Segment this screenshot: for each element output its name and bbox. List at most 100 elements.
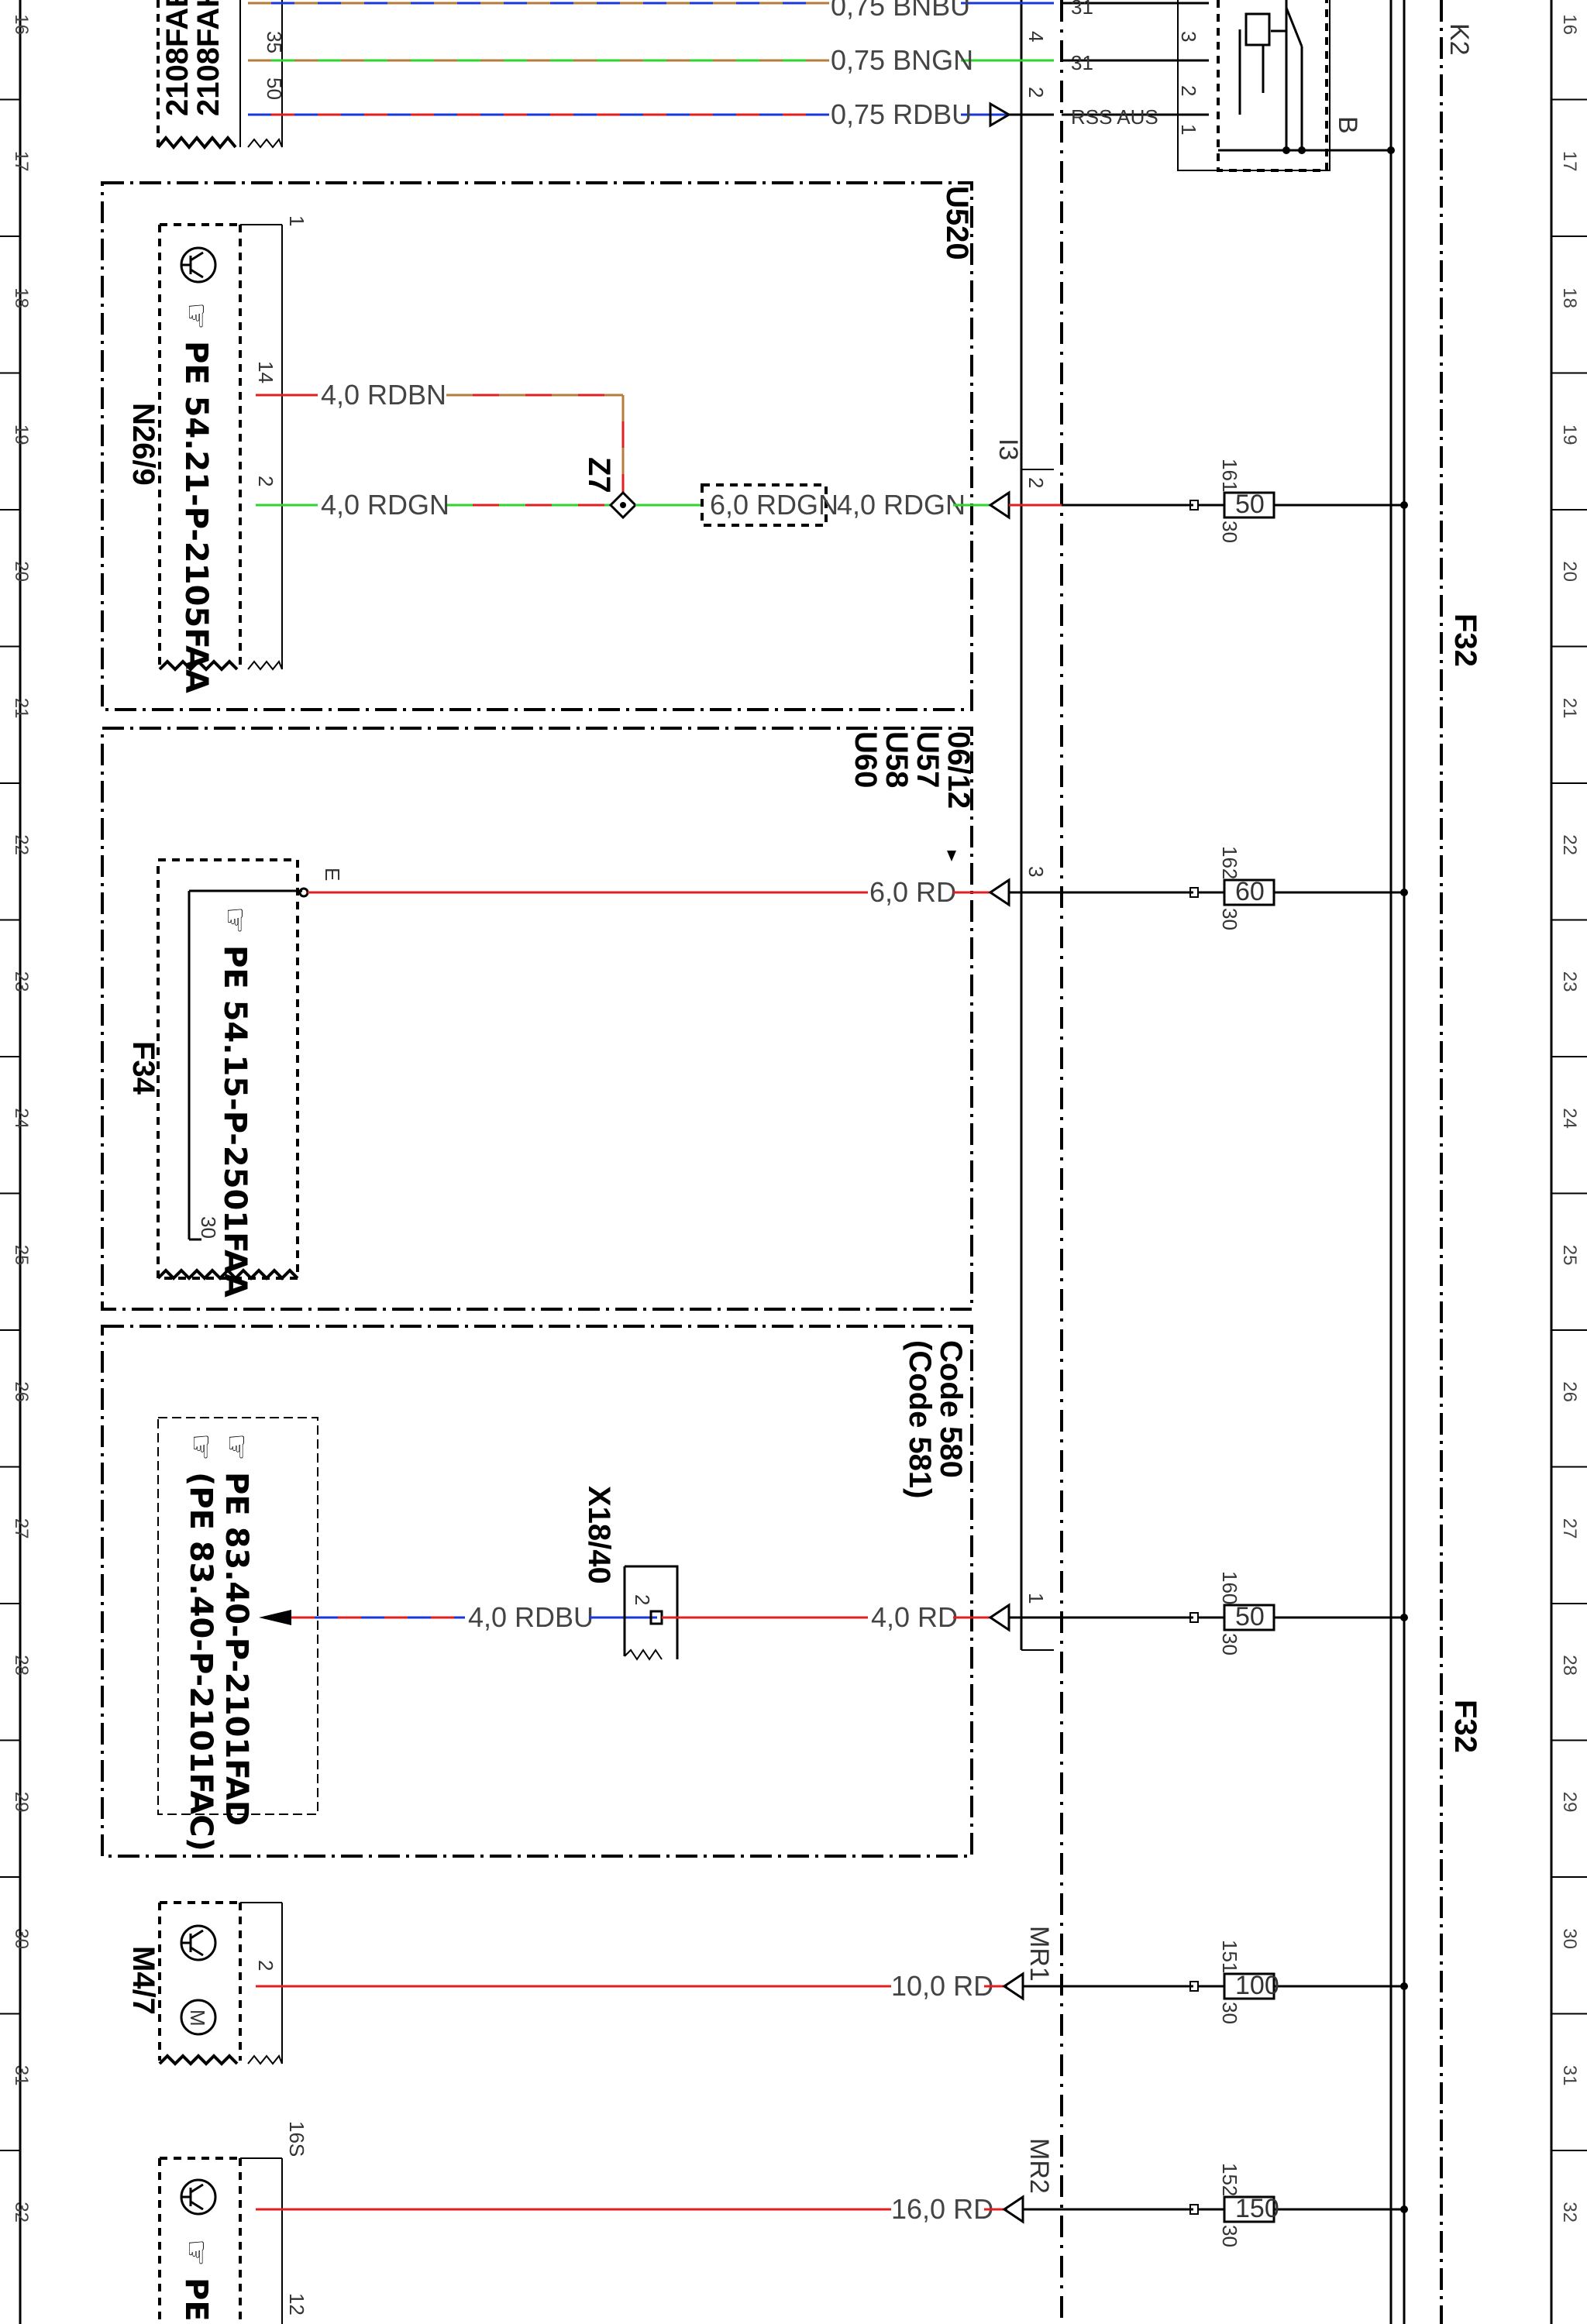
splice-label: Z7 — [582, 457, 616, 493]
fuse-pin: 30 — [1218, 521, 1241, 543]
cable-box — [701, 483, 828, 527]
rss-aus-label: RSS AUS — [1071, 105, 1158, 129]
svg-text:M: M — [186, 2009, 209, 2027]
fuse-amp: 50 — [1235, 490, 1265, 519]
f34-section: 06/12 U57 U58 U60 ☞ PE 54.15-P-2501FAA F… — [101, 727, 1062, 1311]
i3-label: I3 — [993, 438, 1023, 460]
pe-reference-a: PE 83.40-P-2101FAD — [219, 1472, 254, 1826]
u520-pin-1: 1 — [285, 215, 308, 226]
splice-z7 — [608, 490, 638, 520]
wire-label-rd-16: 16,0 RD — [891, 2193, 993, 2225]
fuse-number: 151 — [1218, 1940, 1241, 1973]
ruler-tick-label: 26 — [1559, 1381, 1580, 1402]
code-u60: U60 — [849, 731, 883, 788]
mr1-label: MR1 — [1024, 1926, 1054, 1982]
ruler-tick-label: 26 — [11, 1381, 32, 1402]
relay-pin-1: 1 — [1177, 124, 1200, 135]
pe-hand-icon-a: ☞ — [219, 1433, 254, 1461]
bottom-transistor-icon — [180, 2178, 217, 2216]
wire-label-rd-4: 4,0 RD — [871, 1601, 958, 1633]
fuse-amp: 50 — [1235, 1602, 1265, 1631]
code-06-12: 06/12 — [942, 731, 976, 809]
ruler-tick-label: 16 — [1559, 14, 1580, 35]
f34-pin-30: 30 — [197, 1216, 220, 1239]
ruler-tick-label: 27 — [11, 1518, 32, 1539]
u520-section: U520 ☞ PE 54.21-P-2105FAA N26/9 1 14 2 4… — [101, 181, 1062, 711]
ruler-tick-label: 32 — [1559, 2202, 1580, 2223]
fuse-amp: 100 — [1235, 1971, 1279, 2000]
ruler-tick-label: 28 — [11, 1655, 32, 1676]
wire-label-bnbu: 0,75 BNBU — [831, 0, 970, 22]
ruler-tick-label: 29 — [1559, 1792, 1580, 1813]
f34-pin-3: 3 — [1024, 866, 1048, 877]
code-581: (Code 581) — [903, 1340, 937, 1499]
u520-pe-reference: PE 54.21-P-2105FAA — [178, 341, 214, 693]
arrow-left-icon — [259, 1610, 291, 1625]
cable-box-label: 6,0 RDGN — [710, 489, 838, 521]
terminal-b: B — [1333, 116, 1362, 134]
f32-label-bottom: F32 — [1448, 1700, 1482, 1753]
ruler-tick-label: 32 — [11, 2202, 32, 2223]
code580-section: Code 580 (Code 581) ☞ PE 83.40-P-2101FAD… — [101, 1325, 1062, 1858]
relay-pin-2: 2 — [1177, 85, 1200, 96]
ruler-tick-label: 31 — [1559, 2065, 1580, 2086]
wire-label-rd-10: 10,0 RD — [891, 1970, 993, 2002]
fuse-number: 160 — [1218, 1571, 1241, 1604]
u520-code: U520 — [940, 186, 974, 260]
ruler-tick-label: 23 — [1559, 971, 1580, 992]
connector-label-fae: 2108FAE — [160, 0, 195, 116]
ruler-tick-label: 17 — [1559, 151, 1580, 172]
u520-pin-2: 2 — [254, 476, 277, 486]
bottom-pe-hand-icon: ☞ — [178, 2239, 214, 2267]
connector-x18-40-label: X18/40 — [582, 1486, 616, 1584]
wire-label-rd-6: 6,0 RD — [869, 876, 956, 908]
fuse-pin: 30 — [1218, 908, 1241, 930]
code580-pin-1: 1 — [1024, 1593, 1048, 1604]
pe-reference-b: (PE 83.40-P-2101FAC) — [183, 1472, 219, 1851]
m47-transistor-icon — [180, 1924, 217, 1961]
wire-label-rdgn-right: 4,0 RDGN — [837, 489, 966, 521]
wire-label-bngn: 0,75 BNGN — [831, 44, 973, 76]
f34-box — [101, 727, 973, 1311]
ruler-tick-label: 18 — [11, 287, 32, 308]
connector-pin-2: 2 — [631, 1594, 654, 1605]
ruler-tick-label: 28 — [1559, 1655, 1580, 1676]
fuse-pin: 30 — [1218, 1633, 1241, 1655]
ruler-tick-label: 22 — [1559, 834, 1580, 855]
bottom-pin-12: 12 — [285, 2293, 308, 2315]
m47-pin-2: 2 — [254, 1960, 277, 1971]
u520-box — [101, 181, 973, 711]
f32-label-top: F32 — [1448, 614, 1482, 667]
pin-4: 4 — [1024, 31, 1048, 42]
ruler-tick-label: 27 — [1559, 1518, 1580, 1539]
bottom-pin-16s: 16S — [285, 2121, 308, 2157]
code-u57: U57 — [911, 731, 945, 788]
f34-pe-reference: PE 54.15-P-2501FAA — [217, 945, 253, 1298]
ruler-tick-label: 20 — [1559, 561, 1580, 582]
wire-label-rdbn: 4,0 RDBN — [321, 379, 446, 411]
pin-2: 2 — [1024, 87, 1048, 98]
n26-9-label: N26/9 — [126, 403, 160, 486]
arrow-down-icon — [947, 851, 956, 861]
connector-label-fah: 2108FAH — [191, 0, 225, 116]
wire-label-rdbu: 0,75 RDBU — [831, 98, 972, 130]
ruler-tick-label: 24 — [11, 1108, 32, 1129]
ruler-tick-label: 19 — [11, 425, 32, 445]
code-580: Code 580 — [934, 1340, 968, 1478]
ruler-tick-label: 23 — [11, 971, 32, 992]
fuse-number: 161 — [1218, 459, 1241, 492]
bottom-pe-reference: PE — [178, 2278, 214, 2322]
code-u58: U58 — [880, 731, 914, 788]
ruler-tick-label: 24 — [1559, 1108, 1580, 1129]
ruler-tick-label: 30 — [1559, 1928, 1580, 1949]
ruler-tick-label: 22 — [11, 834, 32, 855]
fuse-pin: 30 — [1218, 2002, 1241, 2024]
